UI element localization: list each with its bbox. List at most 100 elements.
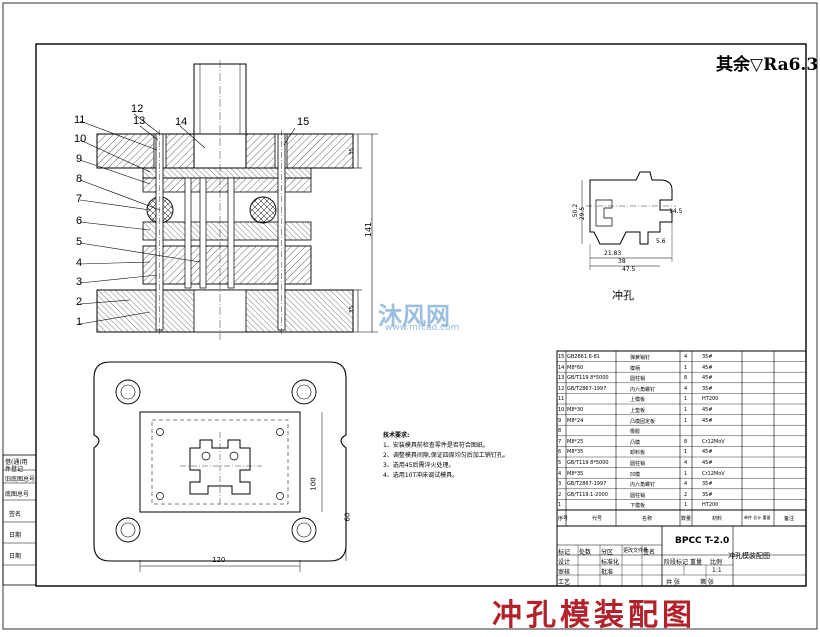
part-label-13: 13 xyxy=(133,115,146,127)
die-cavity xyxy=(189,439,251,495)
bom-cell-name: 圆柱销 xyxy=(630,492,646,499)
tb-change-doc: 更改文件号 xyxy=(623,548,649,554)
bom-cell-qty: 8 xyxy=(684,438,688,445)
bom-cell-code: M8*35 xyxy=(567,470,584,477)
tb-count: 处数 xyxy=(579,549,592,556)
tb-review: 审核 xyxy=(558,569,571,576)
tb-sheets: 共 张 xyxy=(666,579,680,586)
bom-cell-no: 7 xyxy=(558,438,562,445)
bom-cell-no: 10 xyxy=(558,407,565,413)
part-label-2: 2 xyxy=(76,296,83,308)
left-cell-6: 日期 xyxy=(9,532,22,539)
bom-cell-material: 35# xyxy=(702,491,713,498)
bom-cell-code: M8*25 xyxy=(567,438,584,445)
part-label-11: 11 xyxy=(74,114,86,126)
bom-header-qty: 数量 xyxy=(681,516,692,522)
left-cell-7: 日期 xyxy=(9,553,22,560)
bom-cell-qty: 8 xyxy=(684,375,688,382)
bom-cell-material: HT200 xyxy=(702,396,719,403)
title-block-name: 冲孔模装配图 xyxy=(728,552,770,560)
part-label-14: 14 xyxy=(175,116,188,128)
bom-cell-code: GB/T2867-1997 xyxy=(567,481,607,488)
bom-cell-name: 上垫板 xyxy=(630,408,646,414)
bom-header-name: 名称 xyxy=(642,516,653,522)
drawing-number: BPCC T-2.0 xyxy=(675,536,730,546)
part-label-3: 3 xyxy=(76,276,83,288)
tech-notes: 技术要求: 1、安装模具前检查零件是否符合图纸。 2、调整模具间隙,保证四周均匀… xyxy=(383,431,509,481)
tb-sign: 签名 xyxy=(643,549,656,556)
dim-plan-height: 100 xyxy=(309,477,318,491)
tech-note-3: 3、选用45后需淬火处理。 xyxy=(383,462,455,469)
dim-bottom-plate: 35 xyxy=(348,305,356,314)
punch-retainer xyxy=(142,177,312,193)
bom-cell-no: 9 xyxy=(558,417,562,424)
bom-header-no: 序号 xyxy=(558,516,569,522)
bom-cell-no: 14 xyxy=(558,364,565,371)
part-label-7: 7 xyxy=(76,193,83,205)
dim-punch-b: 38 xyxy=(618,258,626,265)
part-label-8: 8 xyxy=(76,173,83,185)
bom-cell-name: 凹模 xyxy=(630,471,641,478)
bom-cell-material: 45# xyxy=(702,375,713,382)
bom-cell-no: 2 xyxy=(558,491,562,498)
bom-cell-qty: 4 xyxy=(684,385,688,392)
bom-cell-qty: 4 xyxy=(684,354,688,360)
tech-notes-title: 技术要求: xyxy=(383,432,410,439)
punch-section-label: 冲孔 xyxy=(612,289,634,302)
backing-plate xyxy=(142,167,312,179)
tb-sheet-no: 第 张 xyxy=(700,579,714,586)
bom-cell-qty: 1 xyxy=(684,364,688,371)
bom-cell-code: GB/T2867-1997 xyxy=(567,385,607,392)
bom-table-lines xyxy=(556,350,807,527)
bom-cell-material: Cr12MoV xyxy=(702,470,725,477)
plan-view xyxy=(93,361,347,572)
bom-cell-code: GB/T119 8*5000 xyxy=(567,375,609,382)
punch-detail-view xyxy=(581,171,676,270)
bom-cell-code: M8*24 xyxy=(567,417,584,424)
part-label-4: 4 xyxy=(76,257,83,269)
tb-approve: 批准 xyxy=(601,569,614,576)
punch-1 xyxy=(184,177,192,289)
bom-cell-code: GB/T119 8*5000 xyxy=(567,460,609,466)
leader-lines xyxy=(79,113,296,325)
tech-note-2: 2、调整模具间隙,保证四周均匀后加工销钉孔。 xyxy=(383,452,509,459)
bom-cell-name: 内六角螺钉 xyxy=(630,482,656,489)
drawing-title-banner: 冲孔模装配图 xyxy=(492,598,696,633)
tb-mark: 标记 xyxy=(558,549,571,556)
left-cell-4: 底图总号 xyxy=(5,491,30,498)
bom-cell-material: 45# xyxy=(702,364,713,371)
dim-punch-width: 47.5 xyxy=(622,266,636,273)
bom-cell-material: 45# xyxy=(702,417,713,424)
tb-weight: 重量 xyxy=(690,559,703,566)
punch-2 xyxy=(199,177,207,289)
bom-cell-no: 5 xyxy=(558,460,562,466)
tb-standard: 标准化 xyxy=(601,559,620,566)
tb-stage: 阶段标记 xyxy=(664,559,689,566)
punch-profile xyxy=(589,171,673,245)
bom-cell-name: 模柄 xyxy=(630,365,641,372)
bom-cell-no: 13 xyxy=(558,375,565,382)
bom-cell-qty: 4 xyxy=(684,460,688,466)
bom-cell-no: 3 xyxy=(558,481,562,488)
left-cell-1: 借(通)用 xyxy=(5,459,28,466)
bom-cell-name: 内六角螺钉 xyxy=(630,386,656,393)
bom-cell-material: 45# xyxy=(702,460,713,466)
bom-cell-qty: 2 xyxy=(684,491,688,498)
tb-scale: 1:1 xyxy=(712,567,722,574)
bom-cell-code: M8*30 xyxy=(567,407,584,413)
bom-header-weight: 单件 总计 重量 xyxy=(744,515,771,520)
tb-process: 工艺 xyxy=(558,579,571,586)
bom-cell-no: 11 xyxy=(558,396,565,403)
height-dimension xyxy=(353,133,378,333)
guide-bush-tr xyxy=(291,379,317,405)
title-block-lines xyxy=(556,525,807,587)
dim-height: 141 xyxy=(364,221,374,238)
bom-cell-code: GB2861.6-81 xyxy=(567,354,600,360)
bom-cell-name: 下模板 xyxy=(630,503,646,510)
tb-scale-label: 比例 xyxy=(710,559,723,566)
part-label-1: 1 xyxy=(76,316,83,328)
bom-cell-code: M8*35 xyxy=(567,449,584,456)
die-block xyxy=(142,245,312,285)
part-label-10: 10 xyxy=(74,133,87,145)
